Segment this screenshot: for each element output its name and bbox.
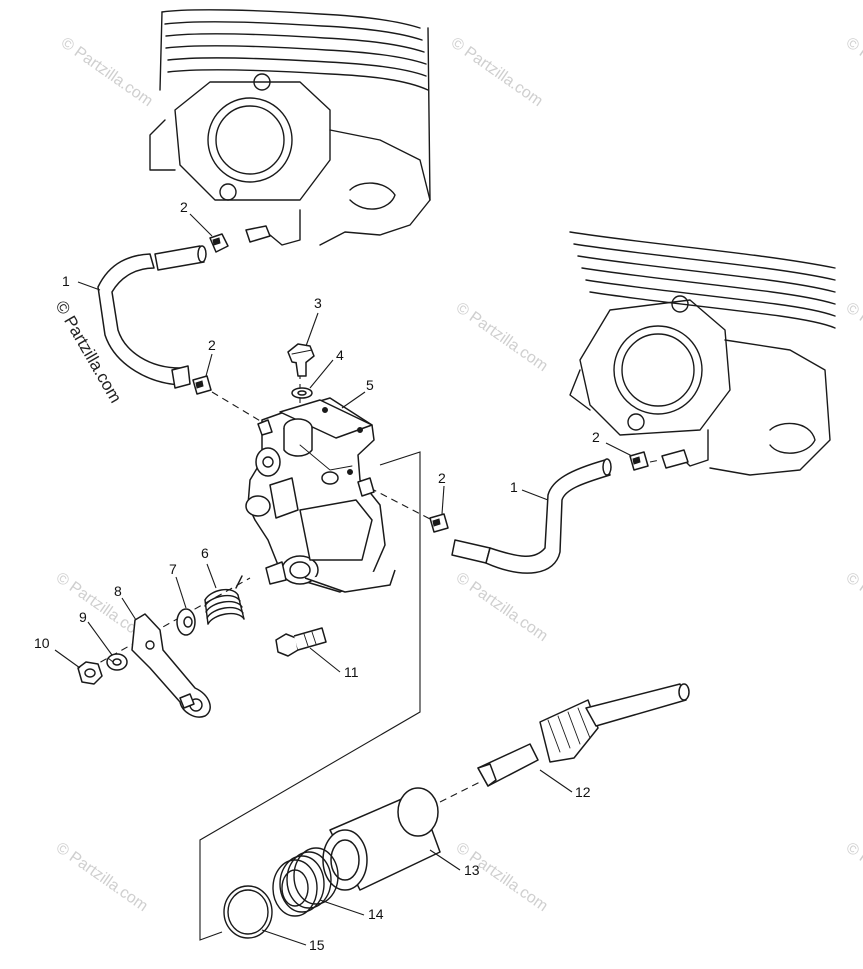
oil-line-right (451, 458, 612, 574)
spring-part-6 (204, 575, 245, 625)
callout-2-pump: 2 (438, 470, 446, 486)
clamp-mid (192, 375, 212, 395)
watermark: © Partzilla.com (843, 569, 863, 645)
watermark: © Partzilla.com (453, 299, 551, 375)
watermark: © Partzilla.com (843, 34, 863, 110)
bolt-part-3 (287, 343, 315, 377)
callout-1-right: 1 (510, 479, 518, 495)
watermark: © Partzilla.com (448, 34, 546, 110)
gear-shaft-part-12 (477, 683, 690, 787)
clamp-top (209, 233, 229, 253)
watermark: © Partzilla.com (843, 299, 863, 375)
callout-12: 12 (575, 784, 591, 800)
callout-11: 11 (344, 664, 359, 680)
callout-7: 7 (169, 561, 177, 577)
snap-ring-part-15 (223, 885, 273, 939)
callout-10: 10 (34, 635, 50, 651)
clamp-right (629, 451, 649, 471)
engine-cylinder-left (149, 9, 431, 246)
callout-1-left: 1 (62, 273, 70, 289)
watermark: © Partzilla.com (53, 839, 151, 915)
callout-14: 14 (368, 906, 384, 922)
callout-13: 13 (464, 862, 480, 878)
washer-part-4 (291, 387, 313, 399)
callout-2-mid: 2 (208, 337, 216, 353)
watermark: © Partzilla.com (58, 34, 156, 110)
clamp-pump (429, 513, 449, 533)
oil-pump-part-5 (245, 397, 396, 593)
oil-line-left (97, 245, 207, 389)
lock-washer-part-9 (106, 653, 128, 671)
assembly-bracket (199, 451, 421, 941)
callout-2-right: 2 (592, 429, 600, 445)
watermark-layer: © Partzilla.com © Partzilla.com © Partzi… (52, 34, 863, 915)
callout-8: 8 (114, 583, 122, 599)
spring-part-14 (272, 847, 339, 917)
watermark: © Partzilla.com (843, 839, 863, 915)
callout-9: 9 (79, 609, 87, 625)
callout-labels: 1 2 2 3 4 5 2 1 2 6 7 8 9 10 11 12 13 14… (34, 199, 600, 953)
bolt-part-11 (275, 627, 327, 657)
callout-5: 5 (366, 377, 374, 393)
watermark: © Partzilla.com (453, 569, 551, 645)
lever-part-8 (131, 613, 211, 718)
callout-15: 15 (309, 937, 325, 953)
sleeve-part-13 (322, 787, 441, 891)
callout-2-top: 2 (180, 199, 188, 215)
washer-part-7 (176, 608, 196, 636)
engine-cylinder-right (569, 231, 836, 476)
callout-4: 4 (336, 347, 344, 363)
leader-lines (54, 213, 633, 946)
callout-3: 3 (314, 295, 322, 311)
nut-part-10 (77, 661, 103, 685)
callout-6: 6 (201, 545, 209, 561)
